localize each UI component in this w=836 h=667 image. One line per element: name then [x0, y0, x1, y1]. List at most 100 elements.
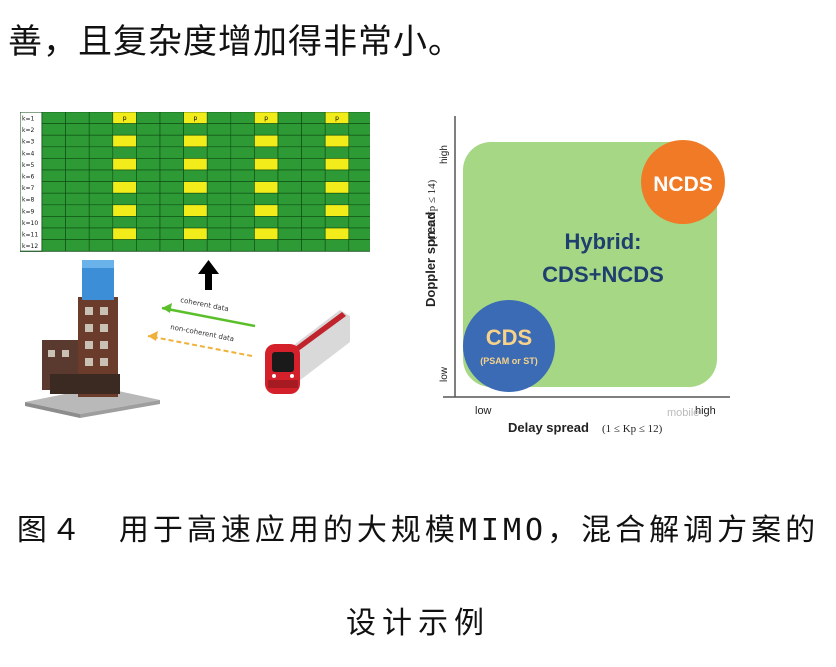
pilot-label: p	[193, 115, 197, 122]
pilot-cell	[183, 158, 208, 171]
grid-cell	[183, 146, 208, 159]
grid-cell	[301, 227, 326, 240]
grid-cell	[301, 204, 326, 217]
grid-cell	[88, 134, 114, 148]
x-low-label: low	[475, 405, 492, 417]
grid-cell	[206, 192, 232, 206]
grid-cell	[183, 239, 208, 252]
grid-cell	[159, 192, 184, 206]
grid-cell	[206, 134, 232, 148]
grid-cell	[206, 123, 232, 136]
grid-cell	[348, 169, 370, 182]
pilot-label: p	[123, 115, 127, 122]
row-label: k=3	[22, 139, 35, 146]
pilot-cell	[112, 134, 137, 148]
grid-cell	[277, 146, 302, 159]
grid-cell	[136, 158, 161, 171]
pilot-cell	[324, 227, 350, 240]
grid-cell	[112, 169, 137, 182]
row-label: k=2	[22, 127, 35, 134]
grid-cell	[41, 192, 66, 206]
pilot-cell	[183, 134, 208, 148]
grid-cell	[159, 181, 184, 194]
grid-cell	[230, 134, 255, 148]
grid-cell	[254, 239, 279, 252]
grid-cell	[88, 239, 114, 252]
grid-cell	[112, 123, 137, 136]
grid-cell	[88, 158, 114, 171]
grid-cell	[65, 204, 90, 217]
grid-cell	[136, 216, 161, 229]
row-label: k=7	[22, 185, 35, 192]
grid-cell	[206, 216, 232, 229]
grid-cell	[65, 192, 90, 206]
grid-cell	[324, 192, 350, 206]
body-text: 善，且复杂度增加得非常小。	[8, 22, 463, 62]
grid-cell	[230, 192, 255, 206]
row-label: k=5	[22, 162, 35, 169]
y-high-label: high	[439, 145, 450, 164]
pilot-cell	[324, 204, 350, 217]
grid-cell	[88, 169, 114, 182]
grid-cell	[277, 192, 302, 206]
grid-cell	[136, 239, 161, 252]
grid-cell	[301, 123, 326, 136]
hybrid-sublabel: CDS+NCDS	[542, 262, 664, 287]
grid-cell	[206, 181, 232, 194]
grid-cell	[277, 181, 302, 194]
grid-cell	[206, 112, 232, 124]
grid-cell	[159, 239, 184, 252]
grid-cell	[136, 169, 161, 182]
grid-cell	[65, 158, 90, 171]
grid-cell	[254, 146, 279, 159]
grid-cell	[254, 123, 279, 136]
grid-cell	[112, 146, 137, 159]
grid-cell	[41, 134, 66, 148]
pilot-label: p	[335, 115, 339, 122]
grid-cell	[254, 192, 279, 206]
grid-cell	[348, 123, 370, 136]
grid-cell	[41, 146, 66, 159]
grid-cell	[159, 227, 184, 240]
grid-cell	[206, 146, 232, 159]
grid-cell	[206, 169, 232, 182]
grid-cell	[183, 192, 208, 206]
grid-cell	[277, 134, 302, 148]
pilot-cell	[254, 134, 279, 148]
grid-cell	[230, 227, 255, 240]
grid-cell	[230, 181, 255, 194]
grid-cell	[159, 146, 184, 159]
grid-cell	[65, 227, 90, 240]
grid-cell	[324, 169, 350, 182]
grid-cell	[301, 181, 326, 194]
grid-cell	[88, 181, 114, 194]
hybrid-label: Hybrid:	[565, 229, 642, 254]
grid-cell	[348, 204, 370, 217]
x-high-label: high	[695, 405, 716, 417]
train-illustration	[265, 310, 350, 394]
row-label: k=6	[22, 174, 35, 181]
grid-cell	[41, 216, 66, 229]
grid-cell	[65, 134, 90, 148]
grid-cell	[136, 227, 161, 240]
noncoherent-data-arrow	[147, 331, 253, 357]
grid-cell	[324, 146, 350, 159]
grid-cell	[112, 216, 137, 229]
pilot-cell	[183, 227, 208, 240]
grid-cell	[301, 239, 326, 252]
grid-cell	[254, 216, 279, 229]
up-arrow-icon	[198, 260, 219, 290]
x-axis-range: (1 ≤ Kp ≤ 12)	[602, 423, 663, 435]
grid-cell	[277, 123, 302, 136]
ncds-label: NCDS	[653, 173, 713, 196]
grid-cell	[88, 123, 114, 136]
grid-cell	[277, 216, 302, 229]
row-label: k=9	[22, 208, 35, 215]
demodulation-region-chart: Hybrid: CDS+NCDS NCDS CDS (PSAM or ST) D…	[423, 116, 730, 435]
cds-label: CDS	[486, 325, 532, 350]
grid-cell	[65, 123, 90, 136]
pilot-cell	[254, 204, 279, 217]
y-axis-label: Doppler spread	[423, 212, 438, 307]
